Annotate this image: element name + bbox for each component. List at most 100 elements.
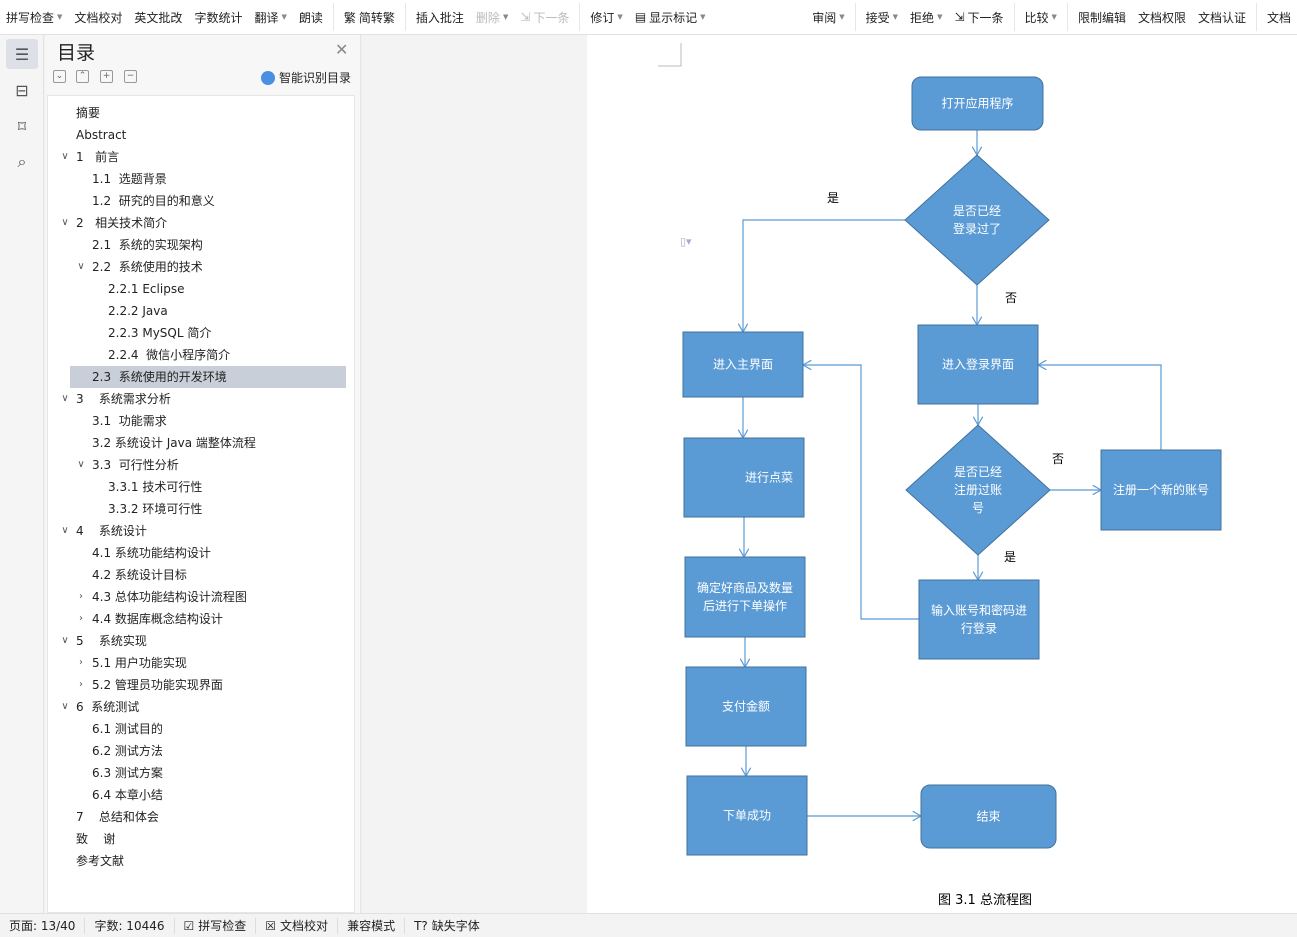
collapse-down-icon[interactable]: ⌄ — [53, 70, 66, 83]
compat-mode: 兼容模式 — [338, 917, 406, 934]
paragraph-marker-icon[interactable]: ▯▾ — [680, 235, 692, 248]
toolbar-button[interactable]: ⇲下一条 — [954, 10, 1004, 25]
toolbar-button[interactable]: 文档 — [1266, 10, 1291, 25]
toc-item[interactable]: 2.3 系统使用的开发环境 — [70, 366, 346, 388]
toolbar-button[interactable]: 翻译▼ — [254, 10, 287, 25]
toc-panel-icon[interactable]: ☰ — [6, 39, 38, 69]
chevron-right-icon[interactable]: › — [79, 591, 83, 602]
toc-item[interactable]: 2.2 系统使用的技术 — [92, 260, 203, 274]
proof-icon: ☒ — [265, 918, 277, 933]
expand-up-icon[interactable]: ⌃ — [76, 70, 89, 83]
toc-item[interactable]: 4.3 总体功能结构设计流程图 — [92, 590, 247, 604]
toc-item[interactable]: 2.2.2 Java — [108, 304, 168, 318]
toolbar-button[interactable]: 拒绝▼ — [910, 10, 943, 25]
chevron-down-icon[interactable]: ∨ — [61, 393, 69, 404]
toolbar-button[interactable]: 插入批注 — [415, 10, 464, 25]
toc-item[interactable]: 4.2 系统设计目标 — [92, 568, 187, 582]
toc-item[interactable]: 致 谢 — [76, 832, 116, 846]
toc-item[interactable]: 6.2 测试方法 — [92, 744, 163, 758]
toc-item[interactable]: 3.1 功能需求 — [92, 414, 167, 428]
toc-item[interactable]: 2.2.3 MySQL 简介 — [108, 326, 212, 340]
spell-check-button[interactable]: ☑拼写检查 — [175, 917, 257, 934]
font-icon: T? — [414, 918, 428, 933]
toc-item[interactable]: 1.1 选题背景 — [92, 172, 167, 186]
toolbar-button[interactable]: 繁简转繁 — [343, 10, 395, 25]
toc-item[interactable]: 1.2 研究的目的和意义 — [92, 194, 215, 208]
toolbar-button[interactable]: ⇲下一条 — [520, 10, 570, 25]
toc-item[interactable]: 5.1 用户功能实现 — [92, 656, 187, 670]
toc-item[interactable]: 6 系统测试 — [76, 700, 140, 714]
toc-item[interactable]: 摘要 — [76, 106, 101, 120]
chevron-down-icon[interactable]: ∨ — [61, 525, 69, 536]
toc-item[interactable]: 4.1 系统功能结构设计 — [92, 546, 211, 560]
flow-node-success: 下单成功 — [686, 775, 808, 856]
toc-title: 目录 — [57, 42, 96, 64]
toolbar-button[interactable]: 比较▼ — [1024, 10, 1057, 25]
toc-item[interactable]: 4.4 数据库概念结构设计 — [92, 612, 223, 626]
chevron-right-icon[interactable]: › — [79, 679, 83, 690]
toolbar-button[interactable]: 文档认证 — [1197, 10, 1246, 25]
chevron-down-icon[interactable]: ∨ — [61, 635, 69, 646]
toc-item[interactable]: 2.2.1 Eclipse — [108, 282, 185, 296]
toc-item[interactable]: 1 前言 — [76, 150, 120, 164]
toc-item[interactable]: 6.3 测试方案 — [92, 766, 163, 780]
node-text: 确定好商品及数量 — [697, 580, 793, 595]
toolbar-button[interactable]: 拼写检查▼ — [6, 10, 63, 25]
flow-arrow — [743, 219, 905, 332]
chevron-down-icon[interactable]: ∨ — [61, 217, 69, 228]
caret-down-icon: ▼ — [892, 13, 899, 21]
chevron-down-icon[interactable]: ∨ — [77, 261, 85, 272]
toc-item[interactable]: 2 相关技术简介 — [76, 216, 168, 230]
toc-item[interactable]: 4 系统设计 — [76, 524, 147, 538]
toc-item[interactable]: 3.2 系统设计 Java 端整体流程 — [92, 436, 256, 450]
toolbar-button[interactable]: 接受▼ — [865, 10, 899, 25]
toolbar-button[interactable]: 文档权限 — [1137, 10, 1186, 25]
toc-item[interactable]: 6.1 测试目的 — [92, 722, 163, 736]
toolbar-button[interactable]: 文档校对 — [74, 10, 123, 25]
toc-item[interactable]: 3.3.2 环境可行性 — [108, 502, 203, 516]
toc-item[interactable]: 6.4 本章小结 — [92, 788, 163, 802]
toolbar-button[interactable]: 修订▼ — [590, 10, 623, 25]
toolbar-button[interactable]: 字数统计 — [194, 10, 243, 25]
toolbar-button[interactable]: 删除▼ — [475, 10, 509, 25]
toc-item[interactable]: 7 总结和体会 — [76, 810, 159, 824]
navigation-pane-icon[interactable]: ⊟ — [15, 80, 29, 100]
proofread-button[interactable]: ☒文档校对 — [256, 917, 339, 934]
flow-node-main: 进入主界面 — [682, 331, 804, 398]
toc-item[interactable]: 3 系统需求分析 — [76, 392, 171, 406]
toolbar-button[interactable]: 审阅▼ — [812, 10, 845, 25]
toolbar-icon: 繁 — [343, 10, 356, 25]
toolbar-separator — [579, 3, 581, 31]
smart-icon — [261, 70, 275, 85]
page-count[interactable]: 页面: 13/40 — [0, 917, 86, 934]
toc-item[interactable]: 参考文献 — [76, 854, 125, 868]
toc-item[interactable]: 5.2 管理员功能实现界面 — [92, 678, 223, 692]
caret-down-icon: ▼ — [700, 13, 706, 21]
search-icon[interactable]: ⌕ — [17, 152, 27, 171]
toc-item[interactable]: 2.1 系统的实现架构 — [92, 238, 203, 252]
toc-item[interactable]: 3.3 可行性分析 — [92, 458, 179, 472]
toolbar-button[interactable]: 限制编辑 — [1077, 10, 1126, 25]
word-count[interactable]: 字数: 10446 — [85, 917, 175, 934]
toc-list: 摘要 Abstract 1 前言 ∨ 1.1 选题背景 1.2 研究的目的和意义 2 相关技… — [47, 95, 355, 913]
toolbar-button[interactable]: 朗读 — [298, 10, 323, 25]
toolbar-button[interactable]: ▤显示标记▼ — [634, 10, 706, 25]
toolbar-button[interactable]: 英文批改 — [134, 10, 183, 25]
node-text: 是否已经 — [953, 204, 1001, 218]
chevron-right-icon[interactable]: › — [79, 613, 83, 624]
chevron-down-icon[interactable]: ∨ — [77, 459, 85, 470]
toc-item[interactable]: 5 系统实现 — [76, 634, 147, 648]
node-text: 后进行下单操作 — [703, 598, 787, 613]
missing-font-button[interactable]: T?缺失字体 — [414, 918, 480, 934]
toc-item[interactable]: 2.2.4 微信小程序简介 — [108, 348, 231, 362]
toc-item[interactable]: 3.3.1 技术可行性 — [108, 480, 203, 494]
smart-toc-button[interactable]: 智能识别目录 — [261, 69, 351, 86]
close-icon[interactable]: ✕ — [335, 40, 349, 59]
toc-item[interactable]: Abstract — [76, 128, 127, 142]
chevron-right-icon[interactable]: › — [79, 657, 83, 668]
minus-icon[interactable]: − — [124, 70, 137, 83]
plus-icon[interactable]: + — [100, 70, 113, 83]
bookmark-icon[interactable]: ⌑ — [17, 116, 27, 136]
chevron-down-icon[interactable]: ∨ — [61, 701, 69, 712]
chevron-down-icon[interactable]: ∨ — [61, 151, 69, 162]
